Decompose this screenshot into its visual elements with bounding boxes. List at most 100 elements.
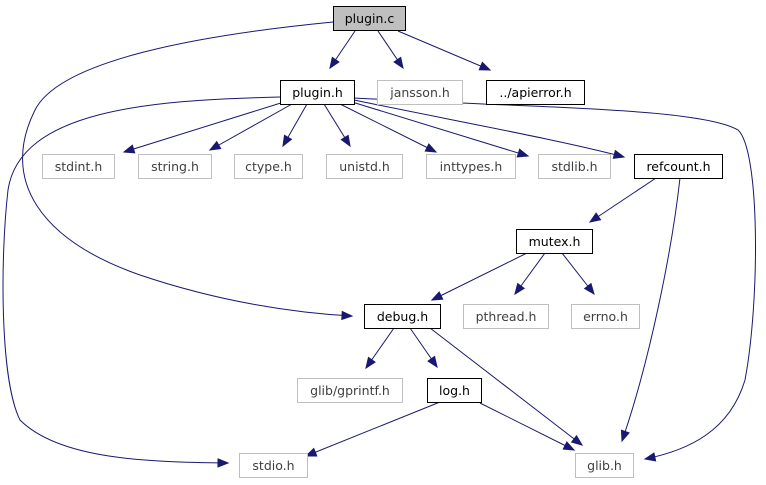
node-stdlib-h: stdlib.h bbox=[538, 154, 611, 179]
node-debug-h[interactable]: debug.h bbox=[364, 304, 441, 329]
node-box bbox=[42, 154, 115, 179]
edge-arrowhead bbox=[340, 134, 351, 148]
node-label: pthread.h bbox=[476, 309, 537, 324]
edge-arrowhead bbox=[304, 447, 318, 457]
node-box bbox=[234, 154, 303, 179]
edge-line bbox=[589, 177, 657, 223]
node-mutex-h[interactable]: mutex.h bbox=[516, 229, 593, 254]
node-box bbox=[333, 6, 406, 31]
node-label: debug.h bbox=[377, 309, 428, 324]
edge-plugin_h-to-refcount_h bbox=[353, 99, 626, 159]
edge-plugin_c-to-jansson_h bbox=[377, 30, 404, 70]
node-stdio-h: stdio.h bbox=[239, 453, 308, 478]
edge-line bbox=[429, 327, 583, 446]
node-label: stdint.h bbox=[55, 159, 103, 174]
node-label: log.h bbox=[439, 383, 470, 398]
node-box bbox=[326, 154, 403, 179]
edge-arrowhead bbox=[122, 144, 136, 154]
edge-arrowhead bbox=[430, 291, 444, 301]
nodes-layer: plugin.c plugin.h jansson.h ../apierror.h st… bbox=[42, 6, 723, 478]
node-apierror-h[interactable]: ../apierror.h bbox=[486, 80, 585, 105]
node-box bbox=[297, 378, 403, 403]
edge-arrowhead bbox=[588, 212, 602, 223]
node-errno-h: errno.h bbox=[571, 304, 640, 329]
edge-plugin_h-to-stdint_h bbox=[122, 101, 285, 154]
node-plugin-h[interactable]: plugin.h bbox=[280, 80, 355, 105]
node-box bbox=[516, 229, 593, 254]
node-refcount-h[interactable]: refcount.h bbox=[634, 154, 723, 179]
node-box bbox=[239, 453, 308, 478]
node-ctype-h: ctype.h bbox=[234, 154, 303, 179]
node-box bbox=[486, 80, 585, 105]
node-label: stdlib.h bbox=[551, 159, 597, 174]
edge-arrowhead bbox=[427, 355, 438, 369]
edges-layer bbox=[2, 21, 756, 468]
edge-arrowhead bbox=[365, 356, 376, 370]
edge-mutex_h-to-pthread_h bbox=[514, 252, 546, 296]
edge-arrowhead bbox=[583, 282, 595, 296]
node-label: plugin.h bbox=[292, 85, 343, 100]
node-label: jansson.h bbox=[389, 85, 450, 100]
edge-plugin_h-to-unistd_h bbox=[323, 103, 351, 148]
edge-mutex_h-to-errno_h bbox=[561, 252, 595, 296]
edge-line bbox=[351, 101, 529, 157]
node-jansson-h: jansson.h bbox=[377, 80, 463, 105]
edge-line bbox=[431, 252, 528, 301]
node-box bbox=[377, 80, 463, 105]
node-label: plugin.c bbox=[345, 11, 395, 26]
edge-line bbox=[22, 21, 353, 317]
edge-mutex_h-to-debug_h bbox=[430, 252, 528, 301]
node-inttypes-h: inttypes.h bbox=[426, 154, 516, 179]
node-label: ../apierror.h bbox=[499, 85, 571, 100]
node-label: refcount.h bbox=[646, 159, 710, 174]
node-gprintf-h: glib/gprintf.h bbox=[297, 378, 403, 403]
node-box bbox=[634, 154, 723, 179]
edge-arrowhead bbox=[341, 310, 354, 321]
edge-line bbox=[353, 99, 625, 158]
node-box bbox=[427, 378, 482, 403]
node-box bbox=[571, 304, 640, 329]
edge-arrowhead bbox=[424, 143, 438, 153]
edge-plugin_h-to-ctype_h bbox=[282, 103, 308, 148]
node-label: errno.h bbox=[583, 309, 628, 324]
node-log-h[interactable]: log.h bbox=[427, 378, 482, 403]
node-stdint-h: stdint.h bbox=[42, 154, 115, 179]
edge-plugin_h-to-inttypes_h bbox=[339, 103, 438, 153]
node-box bbox=[364, 304, 441, 329]
edge-plugin_h-to-string_h bbox=[208, 103, 293, 151]
edge-line bbox=[621, 177, 681, 442]
edge-line bbox=[123, 101, 285, 153]
node-label: mutex.h bbox=[529, 234, 581, 249]
edge-arrowhead bbox=[329, 56, 340, 70]
edge-arrowhead bbox=[562, 441, 576, 451]
node-box bbox=[138, 154, 212, 179]
edge-arrowhead bbox=[282, 134, 293, 148]
node-label: stdio.h bbox=[252, 458, 294, 473]
edge-arrowhead bbox=[478, 61, 492, 71]
edge-plugin_c-to-debug_h bbox=[22, 21, 354, 321]
edge-arrowhead bbox=[620, 429, 630, 443]
edge-debug_h-to-log_h bbox=[409, 327, 438, 369]
edge-arrowhead bbox=[516, 148, 530, 158]
edge-arrowhead bbox=[643, 452, 657, 462]
edge-plugin_h-to-stdio_h bbox=[2, 96, 281, 468]
edge-plugin_c-to-plugin_h bbox=[329, 30, 356, 70]
edge-line bbox=[353, 97, 756, 460]
node-plugin-c[interactable]: plugin.c bbox=[333, 6, 406, 31]
edge-line bbox=[209, 103, 293, 151]
node-box bbox=[280, 80, 355, 105]
edge-line bbox=[339, 103, 437, 153]
node-unistd-h: unistd.h bbox=[326, 154, 403, 179]
edge-debug_h-to-gprintf_h bbox=[365, 327, 395, 370]
edge-line bbox=[2, 96, 281, 464]
node-label: unistd.h bbox=[339, 159, 390, 174]
edge-plugin_c-to-apierror_h bbox=[397, 30, 492, 71]
edge-plugin_h-to-glib_h bbox=[353, 97, 756, 462]
edge-arrowhead bbox=[208, 140, 222, 151]
node-pthread-h: pthread.h bbox=[463, 304, 549, 329]
node-label: string.h bbox=[151, 159, 199, 174]
edge-refcount_h-to-glib_h bbox=[620, 177, 681, 443]
node-label: inttypes.h bbox=[440, 159, 503, 174]
node-box bbox=[575, 453, 634, 478]
